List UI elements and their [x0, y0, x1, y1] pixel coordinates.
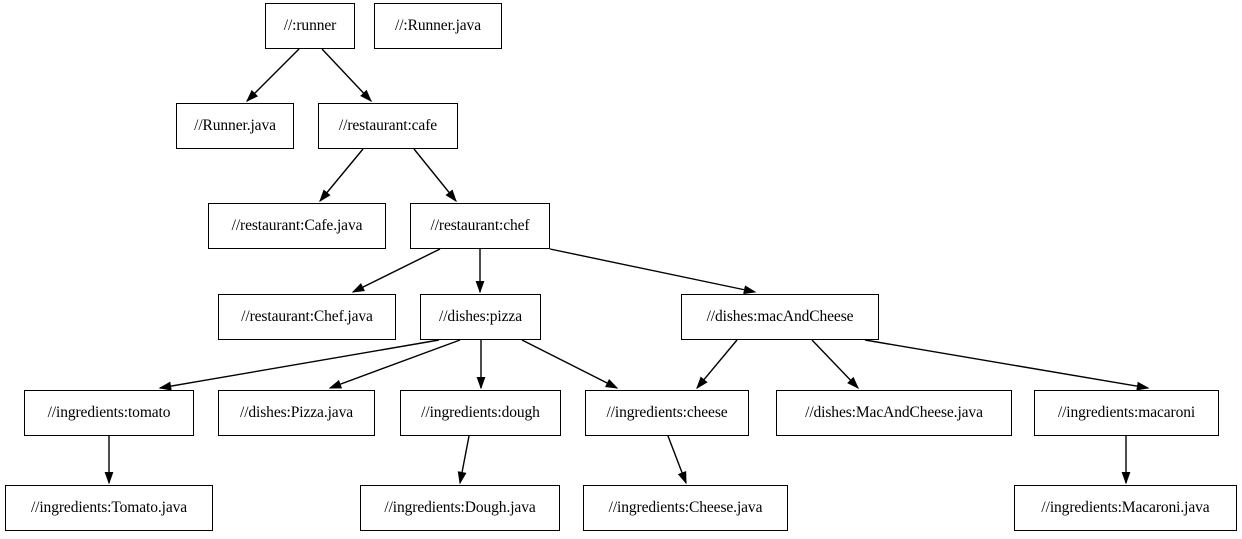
- graph-node-runner[interactable]: //:runner: [265, 3, 355, 49]
- graph-node-restaurant_cafe[interactable]: //restaurant:cafe: [318, 103, 458, 149]
- graph-node-label: //dishes:MacAndCheese.java: [805, 404, 983, 422]
- graph-node-tomato_java[interactable]: //ingredients:Tomato.java: [5, 485, 213, 531]
- graph-node-runner_java[interactable]: //Runner.java: [176, 103, 294, 149]
- graph-node-label: //ingredients:tomato: [47, 404, 171, 422]
- graph-node-label: //ingredients:Dough.java: [384, 499, 536, 517]
- graph-node-label: //restaurant:Cafe.java: [231, 217, 363, 235]
- graph-node-label: //restaurant:cafe: [338, 117, 438, 135]
- graph-node-mac_java[interactable]: //dishes:MacAndCheese.java: [776, 390, 1012, 436]
- graph-node-dough_java[interactable]: //ingredients:Dough.java: [360, 485, 560, 531]
- graph-node-ing_macaroni[interactable]: //ingredients:macaroni: [1034, 390, 1219, 436]
- graph-node-label: //ingredients:Cheese.java: [608, 499, 763, 517]
- graph-node-label: //:runner: [283, 17, 337, 35]
- graph-node-ing_tomato[interactable]: //ingredients:tomato: [24, 390, 194, 436]
- graph-node-pizza_java[interactable]: //dishes:Pizza.java: [218, 390, 375, 436]
- graph-node-label: //ingredients:dough: [421, 404, 540, 422]
- graph-node-label: //restaurant:chef: [430, 217, 530, 235]
- graph-node-macaroni_java[interactable]: //ingredients:Macaroni.java: [1014, 485, 1237, 531]
- graph-node-label: //Runner.java: [194, 117, 276, 135]
- graph-node-restaurant_chef[interactable]: //restaurant:chef: [410, 203, 550, 249]
- graph-node-label: //ingredients:cheese: [606, 404, 728, 422]
- graph-node-label: //dishes:Pizza.java: [239, 404, 354, 422]
- graph-node-label: //dishes:pizza: [439, 308, 522, 326]
- graph-node-label: //:Runner.java: [395, 17, 481, 35]
- graph-node-dishes_pizza[interactable]: //dishes:pizza: [420, 294, 541, 340]
- graph-node-label: //ingredients:Macaroni.java: [1041, 499, 1210, 517]
- graph-node-cheese_java[interactable]: //ingredients:Cheese.java: [583, 485, 788, 531]
- graph-node-label: //ingredients:Tomato.java: [30, 499, 188, 517]
- graph-node-chef_java[interactable]: //restaurant:Chef.java: [218, 294, 396, 340]
- graph-node-runner_java_root[interactable]: //:Runner.java: [374, 3, 502, 49]
- graph-node-label: //ingredients:macaroni: [1057, 404, 1196, 422]
- graph-node-label: //dishes:macAndCheese: [706, 308, 854, 326]
- graph-node-label: //restaurant:Chef.java: [241, 308, 373, 326]
- graph-node-ing_dough[interactable]: //ingredients:dough: [400, 390, 561, 436]
- graph-node-dishes_mac[interactable]: //dishes:macAndCheese: [681, 294, 879, 340]
- graph-node-ing_cheese[interactable]: //ingredients:cheese: [585, 390, 749, 436]
- graph-node-cafe_java[interactable]: //restaurant:Cafe.java: [208, 203, 386, 249]
